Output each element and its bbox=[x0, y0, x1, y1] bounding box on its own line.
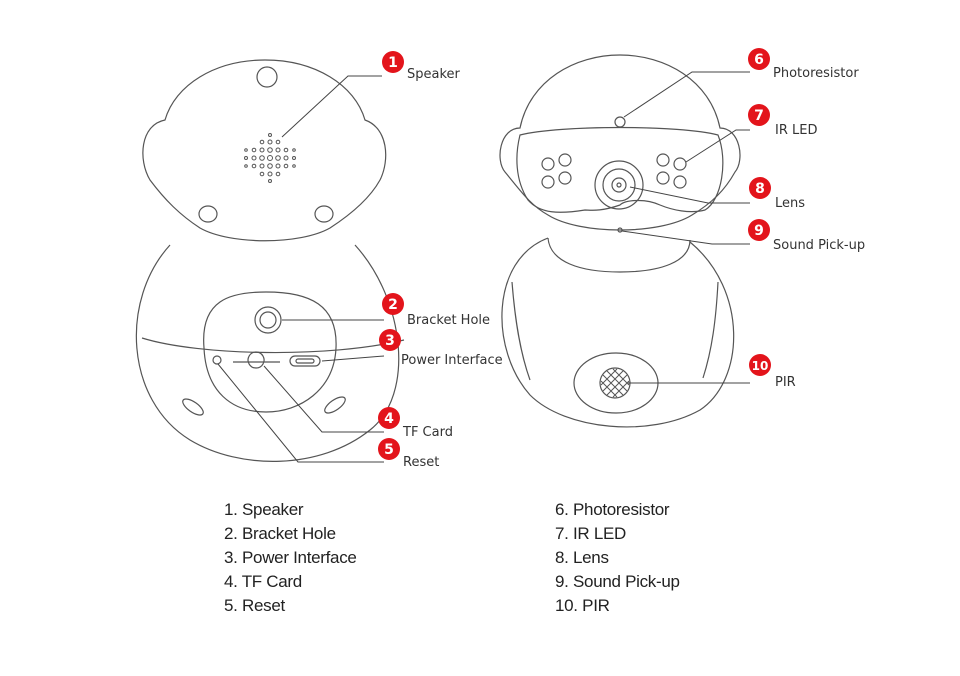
callout-label: Sound Pick-up bbox=[773, 238, 865, 253]
front-body-side-right bbox=[702, 281, 719, 379]
front-view-camera bbox=[499, 54, 741, 428]
back-ear-left bbox=[198, 205, 218, 223]
lens-outer bbox=[594, 160, 644, 210]
leader-reset bbox=[217, 363, 384, 463]
callout-badge bbox=[749, 177, 771, 199]
callout-badge bbox=[749, 354, 771, 376]
lens-middle bbox=[602, 168, 636, 202]
callout-9: 9 Sound Pick-up bbox=[748, 219, 865, 253]
front-body-side-left bbox=[511, 281, 531, 381]
leader-lens bbox=[629, 186, 750, 204]
callout-number: 9 bbox=[754, 223, 764, 239]
callout-number: 3 bbox=[385, 333, 395, 349]
rear-panel bbox=[203, 291, 337, 413]
callout-5: 5 Reset bbox=[378, 438, 439, 470]
legend-item: 1. Speaker bbox=[224, 500, 304, 519]
back-head bbox=[142, 59, 387, 242]
front-body bbox=[501, 237, 735, 428]
leader-power-interface bbox=[321, 355, 385, 362]
callout-number: 7 bbox=[754, 108, 764, 124]
callout-badge bbox=[378, 438, 400, 460]
callout-number: 4 bbox=[384, 411, 394, 427]
callout-2: 2 Bracket Hole bbox=[382, 293, 490, 328]
bracket-hole-outer bbox=[254, 306, 282, 334]
callout-label: Bracket Hole bbox=[407, 313, 490, 328]
callout-label: IR LED bbox=[775, 123, 817, 138]
sound-pickup-dot bbox=[617, 227, 623, 233]
power-interface-inner bbox=[295, 358, 315, 364]
front-head bbox=[499, 54, 741, 231]
callout-8: 8 Lens bbox=[749, 177, 805, 211]
leader-speaker bbox=[281, 75, 382, 138]
callout-7: 7 IR LED bbox=[748, 104, 817, 138]
visor bbox=[516, 126, 724, 213]
callout-label: TF Card bbox=[402, 425, 453, 440]
tf-card-slot bbox=[233, 351, 280, 369]
callout-label: Photoresistor bbox=[773, 66, 859, 81]
back-ear-right bbox=[314, 205, 334, 223]
callout-badge bbox=[379, 329, 401, 351]
legend-left: 1. Speaker 2. Bracket Hole 3. Power Inte… bbox=[224, 498, 357, 618]
callout-10: 10 PIR bbox=[749, 354, 796, 390]
legend-item: 5. Reset bbox=[224, 596, 285, 615]
callout-label: Reset bbox=[403, 455, 439, 470]
leader-sound-pickup bbox=[621, 230, 750, 245]
ir-led-left bbox=[541, 153, 572, 189]
reset-hole bbox=[212, 355, 222, 365]
speaker-grille bbox=[244, 133, 296, 183]
callout-label: Lens bbox=[775, 196, 805, 211]
back-body-band bbox=[141, 337, 405, 354]
power-interface-port bbox=[289, 355, 321, 367]
legend-item: 6. Photoresistor bbox=[555, 500, 670, 519]
callout-3: 3 Power Interface bbox=[379, 329, 503, 368]
top-button bbox=[256, 66, 278, 88]
callout-label: Speaker bbox=[407, 67, 461, 82]
pir-sensor bbox=[599, 367, 631, 399]
leader-lines bbox=[217, 71, 750, 463]
callout-label: PIR bbox=[775, 375, 796, 390]
legend-item: 9. Sound Pick-up bbox=[555, 572, 680, 591]
photoresistor-dot bbox=[614, 116, 626, 128]
back-vent-right bbox=[324, 396, 346, 414]
callout-badge bbox=[748, 104, 770, 126]
legend-item: 10. PIR bbox=[555, 596, 610, 615]
bracket-hole-inner bbox=[259, 311, 277, 329]
callout-number: 1 bbox=[388, 55, 398, 71]
legend-item: 3. Power Interface bbox=[224, 548, 357, 567]
back-body bbox=[135, 244, 400, 462]
lens-inner bbox=[611, 177, 627, 193]
lens-center bbox=[616, 182, 622, 188]
callout-badge bbox=[382, 51, 404, 73]
callout-badge bbox=[378, 407, 400, 429]
callout-6: 6 Photoresistor bbox=[748, 48, 859, 81]
leader-ir-led bbox=[685, 129, 750, 163]
callout-number: 2 bbox=[388, 297, 398, 313]
leader-tf-card bbox=[263, 365, 384, 433]
front-neck bbox=[547, 237, 691, 273]
callout-1: 1 Speaker bbox=[382, 51, 461, 82]
legend-item: 7. IR LED bbox=[555, 524, 626, 543]
ir-led-right bbox=[656, 153, 687, 189]
callout-badge bbox=[748, 219, 770, 241]
callout-label: Power Interface bbox=[401, 353, 503, 368]
back-vent-left bbox=[182, 398, 204, 416]
callout-badge bbox=[748, 48, 770, 70]
back-view-camera bbox=[135, 59, 405, 462]
legend-item: 2. Bracket Hole bbox=[224, 524, 336, 543]
callout-number: 10 bbox=[752, 359, 769, 373]
callout-number: 5 bbox=[384, 442, 394, 458]
callout-4: 4 TF Card bbox=[378, 407, 453, 440]
legend-item: 8. Lens bbox=[555, 548, 609, 567]
callout-badge bbox=[382, 293, 404, 315]
callout-number: 6 bbox=[754, 52, 764, 68]
leader-photoresistor bbox=[623, 71, 750, 118]
callout-number: 8 bbox=[755, 181, 765, 197]
legend-right: 6. Photoresistor 7. IR LED 8. Lens 9. So… bbox=[555, 498, 680, 618]
legend-item: 4. TF Card bbox=[224, 572, 302, 591]
